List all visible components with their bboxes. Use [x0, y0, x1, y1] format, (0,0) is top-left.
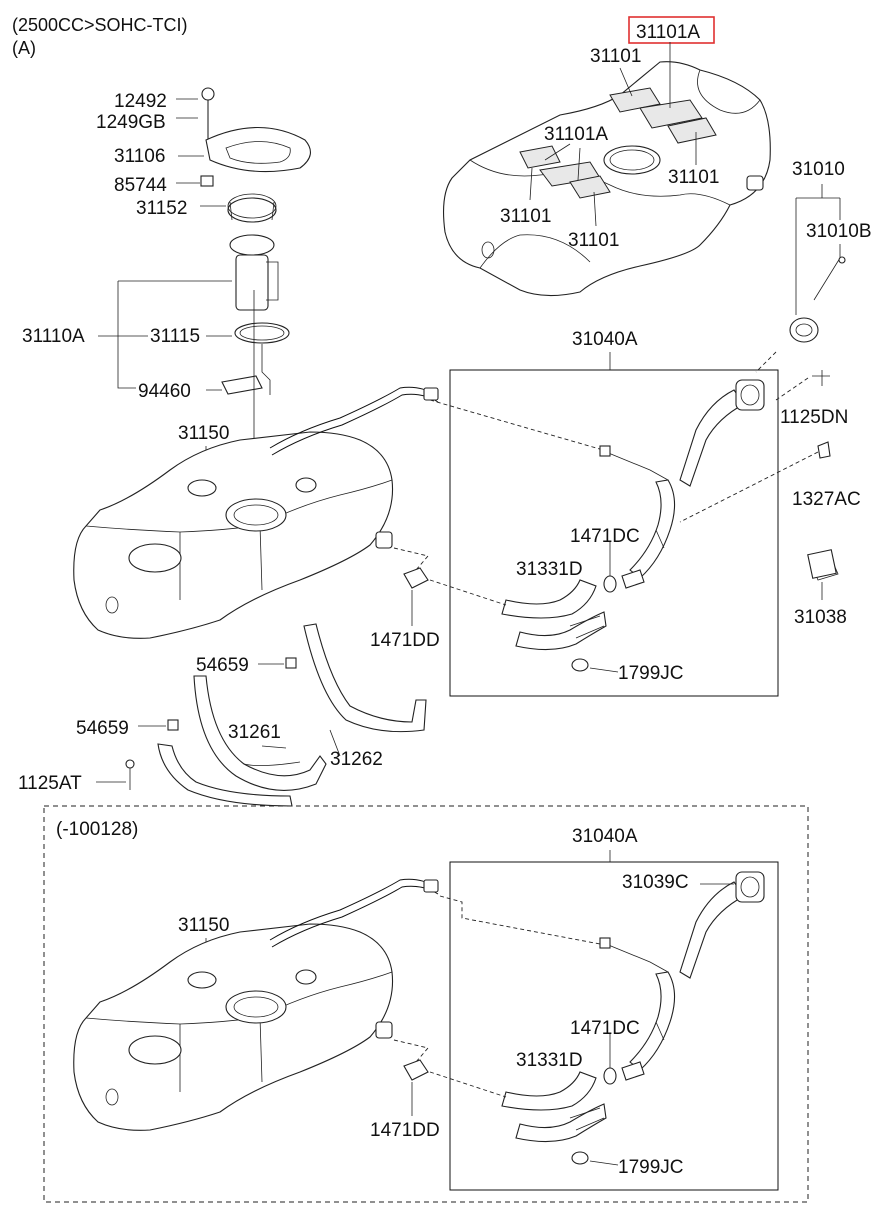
label-54659-b[interactable]: 54659	[76, 718, 129, 739]
label-54659-a[interactable]: 54659	[196, 655, 249, 676]
label-31101-b[interactable]: 31101	[668, 167, 719, 188]
lower-label-1471dd[interactable]: 1471DD	[370, 1120, 440, 1141]
highlight-box	[628, 16, 715, 44]
label-31152[interactable]: 31152	[136, 198, 187, 219]
lower-label-1471dc[interactable]: 1471DC	[570, 1018, 640, 1039]
label-1125dn[interactable]: 1125DN	[780, 407, 848, 428]
tank-straps-illustration	[96, 623, 427, 807]
label-31331d[interactable]: 31331D	[516, 559, 583, 580]
lower-section-frame	[43, 805, 809, 1203]
label-31101-d[interactable]: 31101	[568, 230, 619, 251]
label-31262[interactable]: 31262	[330, 749, 383, 770]
label-31010b[interactable]: 31010B	[806, 221, 872, 242]
label-31261[interactable]: 31261	[228, 722, 281, 743]
engine-spec-heading: (2500CC>SOHC-TCI)	[12, 15, 188, 35]
lower-assembly-illustration	[73, 871, 765, 1166]
label-31038[interactable]: 31038	[794, 607, 847, 628]
label-31106[interactable]: 31106	[114, 146, 165, 167]
lower-label-31039c[interactable]: 31039C	[622, 872, 689, 893]
label-31040a[interactable]: 31040A	[572, 329, 638, 350]
label-31101-c[interactable]: 31101	[500, 206, 551, 227]
label-31110a[interactable]: 31110A	[22, 326, 85, 347]
lower-label-31150[interactable]: 31150	[178, 915, 229, 936]
label-31010[interactable]: 31010	[792, 159, 845, 180]
filler-neck-upper-illustration	[403, 351, 839, 673]
lower-section-heading: (-100128)	[56, 819, 138, 840]
label-85744[interactable]: 85744	[114, 175, 167, 196]
tank-protector-illustration	[443, 61, 771, 297]
filler-box-upper	[449, 369, 779, 697]
label-1471dc[interactable]: 1471DC	[570, 526, 640, 547]
label-1249gb[interactable]: 1249GB	[96, 112, 166, 133]
label-12492[interactable]: 12492	[114, 91, 167, 112]
label-1471dd[interactable]: 1471DD	[370, 630, 440, 651]
label-31101-a[interactable]: 31101	[590, 46, 641, 67]
label-31101a-mid[interactable]: 31101A	[544, 124, 608, 145]
lower-label-31040a[interactable]: 31040A	[572, 826, 638, 847]
fuel-tank-upper-illustration	[73, 386, 611, 639]
label-1327ac[interactable]: 1327AC	[792, 489, 861, 510]
pump-module-illustration	[98, 87, 311, 520]
label-31150[interactable]: 31150	[178, 423, 229, 444]
filler-box-lower	[449, 861, 779, 1191]
lower-label-31331d[interactable]: 31331D	[516, 1050, 583, 1071]
lower-label-1799jc[interactable]: 1799JC	[618, 1157, 684, 1178]
label-1125at[interactable]: 1125AT	[18, 773, 82, 794]
label-31115[interactable]: 31115	[150, 326, 200, 347]
label-1799jc[interactable]: 1799JC	[618, 663, 684, 684]
variant-heading: (A)	[12, 38, 36, 58]
label-94460[interactable]: 94460	[138, 381, 191, 402]
label-31101a-top[interactable]: 31101A	[636, 22, 700, 43]
leader-lines-protector	[529, 42, 697, 227]
fuel-cap-illustration	[789, 184, 846, 343]
